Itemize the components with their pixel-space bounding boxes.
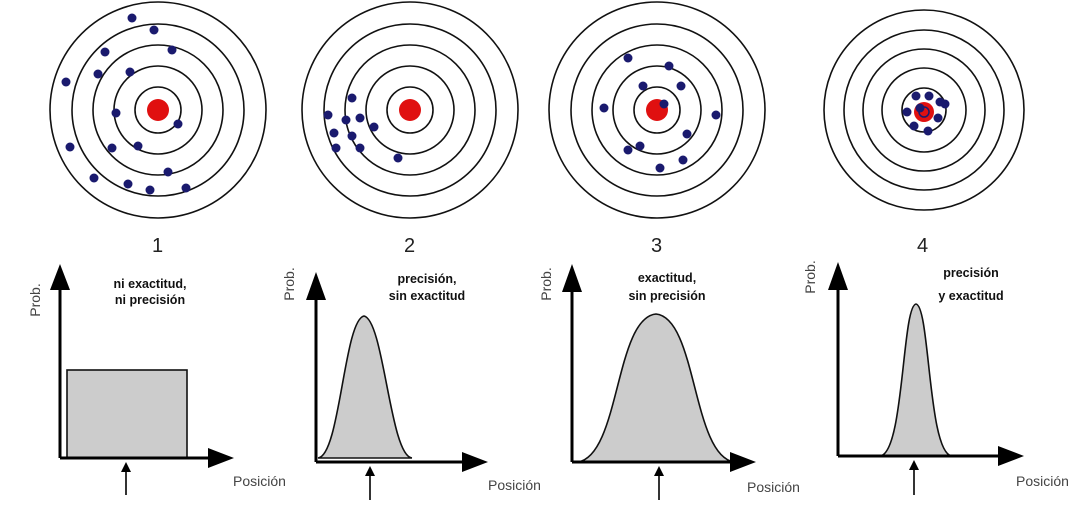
x-axis-label-3: Posición (747, 479, 800, 495)
caption-3-line-2: sin precisión (628, 289, 705, 303)
center-arrow-4 (909, 460, 919, 495)
panel-number-1: 1 (152, 235, 163, 257)
shot-dots-2 (323, 93, 403, 163)
x-axis-arrow-1 (208, 448, 234, 468)
panel-number-3: 3 (651, 235, 662, 257)
caption-3-line-1: exactitud, (638, 271, 696, 285)
shot-dots-4 (902, 91, 950, 136)
caption-2-line-2: sin exactitud (389, 289, 465, 303)
target-2 (301, 1, 519, 219)
caption-1-line-1: ni exactitud, (114, 277, 187, 291)
caption-4-line-1: precisión (943, 266, 999, 280)
y-axis-label-2: Prob. (281, 267, 297, 300)
x-axis-label-4: Posición (1016, 473, 1069, 489)
y-axis-label-3: Prob. (538, 267, 554, 300)
target-1 (49, 1, 267, 219)
shot-dots-3 (599, 53, 721, 173)
graph-2 (306, 272, 488, 500)
bullseye-2 (399, 99, 421, 121)
caption-4-line-2: y exactitud (938, 289, 1003, 303)
y-axis-arrow-2 (306, 272, 326, 300)
center-arrow-3 (654, 466, 664, 500)
y-axis-label-4: Prob. (802, 260, 818, 293)
x-axis-label-1: Posición (233, 473, 286, 489)
caption-1-line-2: ni precisión (115, 293, 185, 307)
graph-1 (50, 264, 234, 495)
graph-3 (562, 264, 756, 500)
target-4 (823, 9, 1025, 211)
shot-dots-1 (61, 13, 191, 195)
panel-number-2: 2 (404, 235, 415, 257)
distribution-1 (66, 369, 188, 459)
y-axis-arrow-4 (828, 262, 848, 290)
distribution-4 (879, 303, 953, 457)
graph-4 (828, 262, 1024, 495)
x-axis-arrow-3 (730, 452, 756, 472)
center-arrow-1 (121, 462, 131, 495)
bullseye-1 (147, 99, 169, 121)
distribution-3 (577, 313, 735, 463)
x-axis-arrow-4 (998, 446, 1024, 466)
center-arrow-2 (365, 466, 375, 500)
y-axis-label-1: Prob. (27, 283, 43, 316)
caption-2-line-1: precisión, (397, 272, 456, 286)
y-axis-arrow-1 (50, 264, 70, 290)
x-axis-label-2: Posición (488, 477, 541, 493)
y-axis-arrow-3 (562, 264, 582, 292)
panel-number-4: 4 (917, 235, 928, 257)
distribution-2 (317, 315, 413, 459)
target-3 (548, 1, 766, 219)
x-axis-arrow-2 (462, 452, 488, 472)
